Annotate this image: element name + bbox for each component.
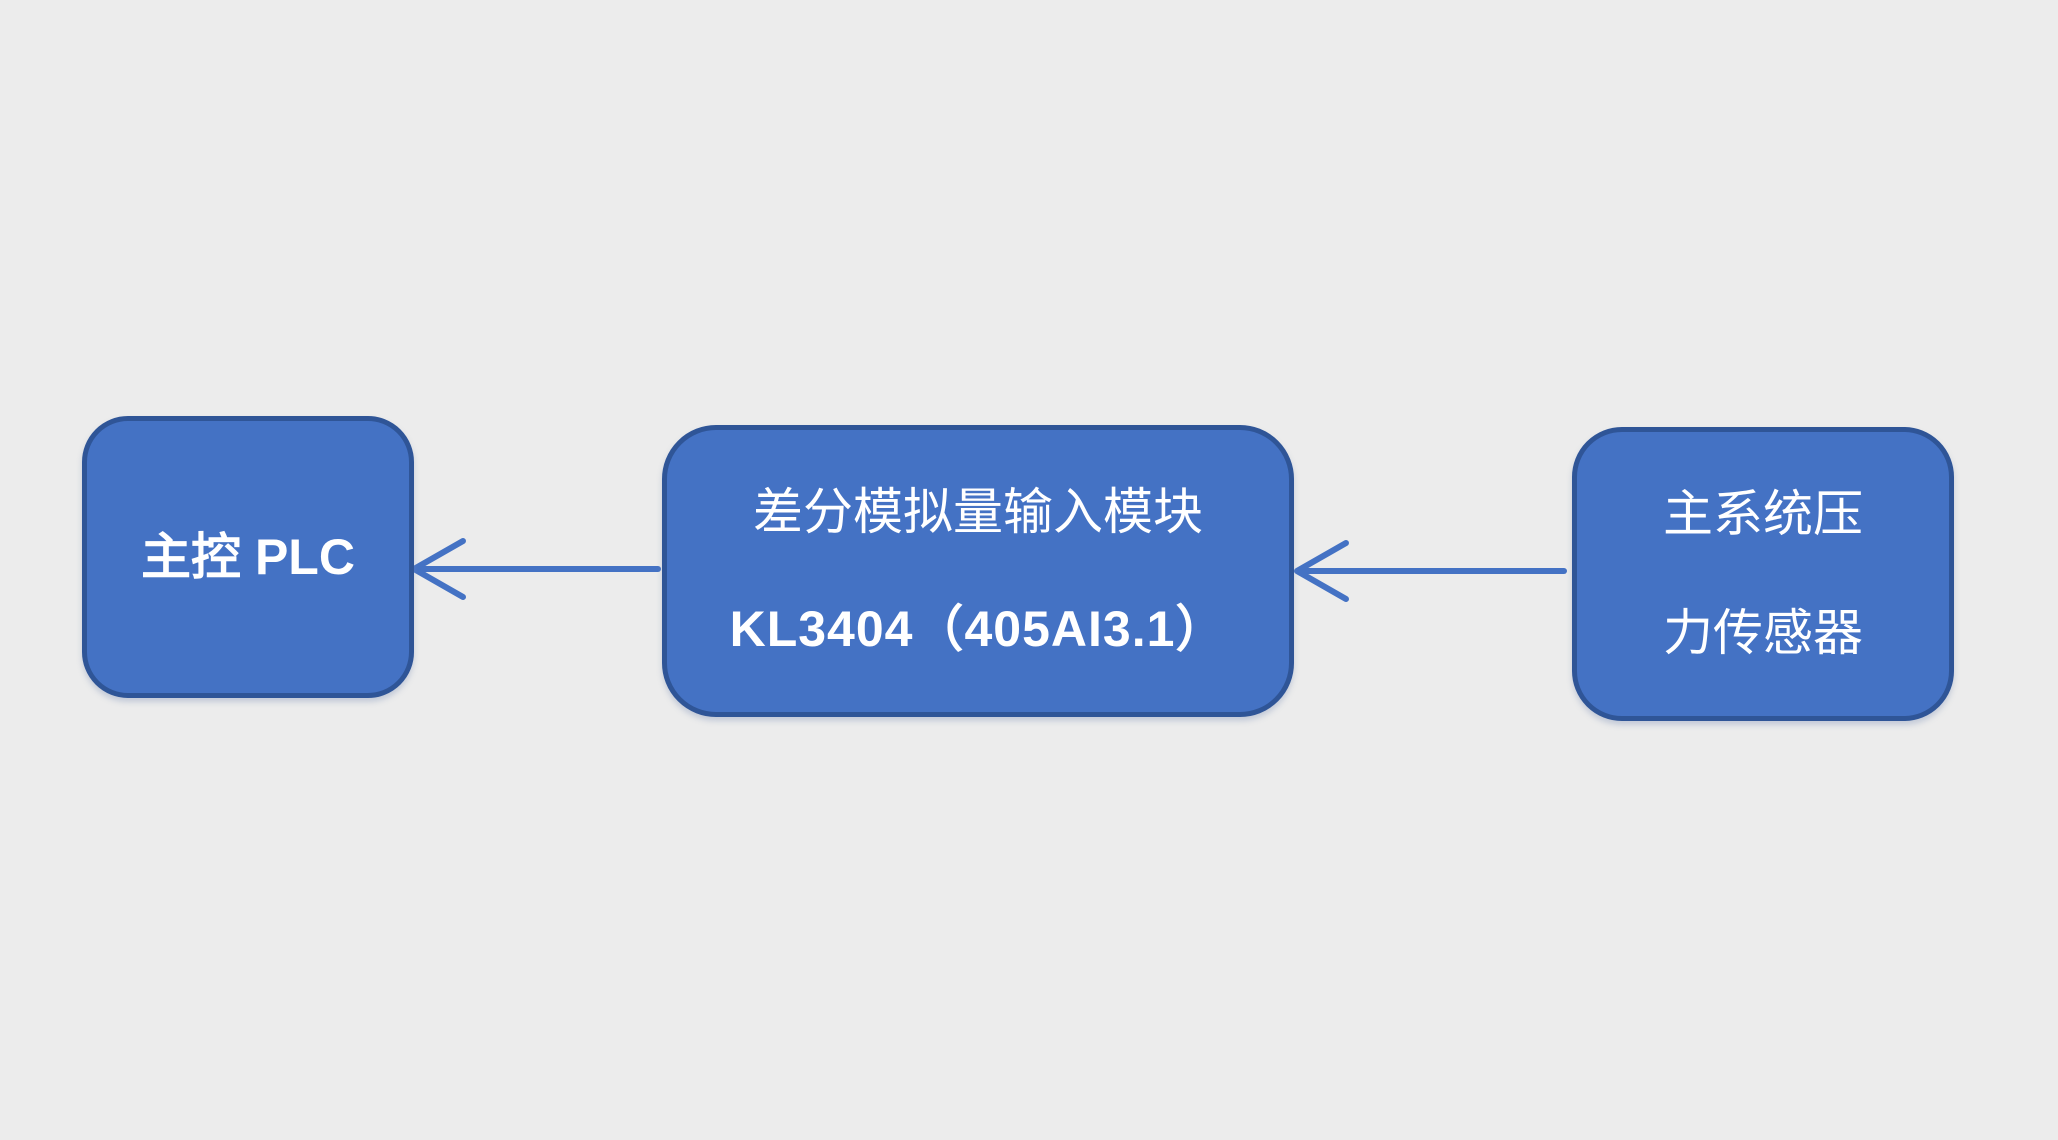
- arrow-head-icon: [1294, 540, 1349, 602]
- node-label-line-2: 力传感器: [1663, 605, 1863, 661]
- node-label-line-2: KL3404（405AI3.1）: [729, 601, 1227, 657]
- node-label-line-1: 差分模拟量输入模块: [753, 484, 1203, 540]
- arrow-sensor-to-module: [1294, 540, 1567, 602]
- node-label: 主控 PLC: [141, 528, 355, 585]
- node-main-pressure-sensor: 主系统压 力传感器: [1572, 427, 1954, 721]
- node-analog-input-module: 差分模拟量输入模块 KL3404（405AI3.1）: [662, 425, 1294, 717]
- node-label-line-1: 主系统压: [1663, 486, 1863, 542]
- arrow-module-to-plc: [411, 538, 661, 600]
- node-main-plc: 主控 PLC: [82, 416, 414, 698]
- arrow-head-icon: [411, 538, 466, 600]
